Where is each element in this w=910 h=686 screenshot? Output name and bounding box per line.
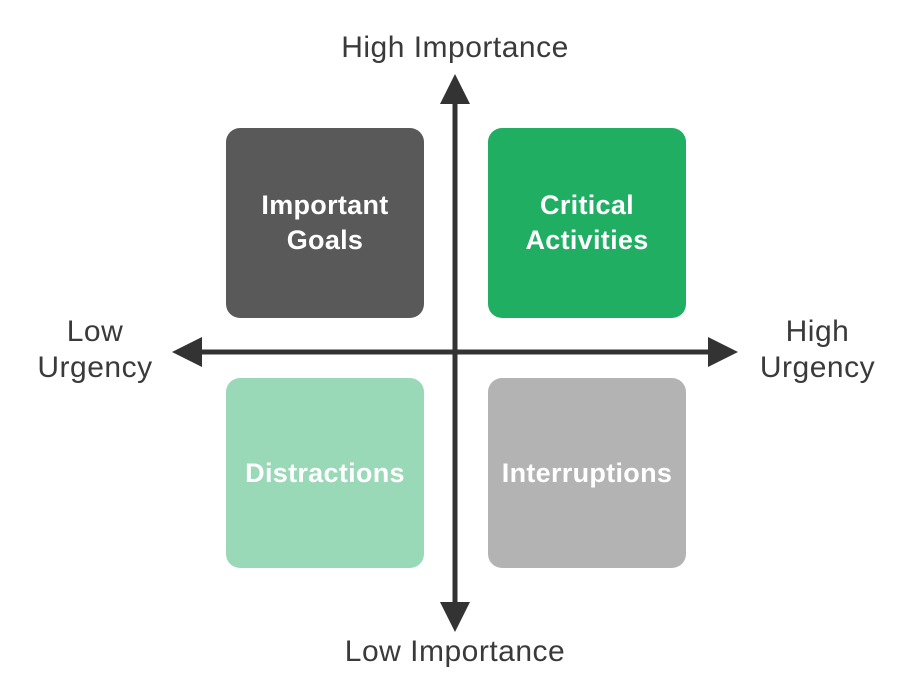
- quadrant-interruptions: Interruptions: [488, 378, 686, 568]
- quadrant-important-goals: Important Goals: [226, 128, 424, 318]
- axis-label-high-importance: High Importance: [341, 31, 569, 64]
- quadrant-critical-activities: Critical Activities: [488, 128, 686, 318]
- arrowhead-left-icon: [172, 337, 202, 367]
- arrowhead-right-icon: [708, 337, 738, 367]
- quadrant-label: Interruptions: [501, 457, 673, 488]
- quadrant-label: Distractions: [245, 457, 405, 488]
- quadrant-distractions: Distractions: [226, 378, 424, 568]
- axis-label-low-urgency: Low Urgency: [37, 315, 153, 384]
- quadrant-label: Critical Activities: [525, 190, 649, 255]
- quadrant-label: Important Goals: [261, 190, 389, 255]
- axis-label-low-importance: Low Importance: [344, 635, 566, 668]
- arrowhead-down-icon: [440, 602, 470, 632]
- arrowhead-up-icon: [440, 74, 470, 104]
- axis-label-high-urgency: High Urgency: [759, 315, 876, 384]
